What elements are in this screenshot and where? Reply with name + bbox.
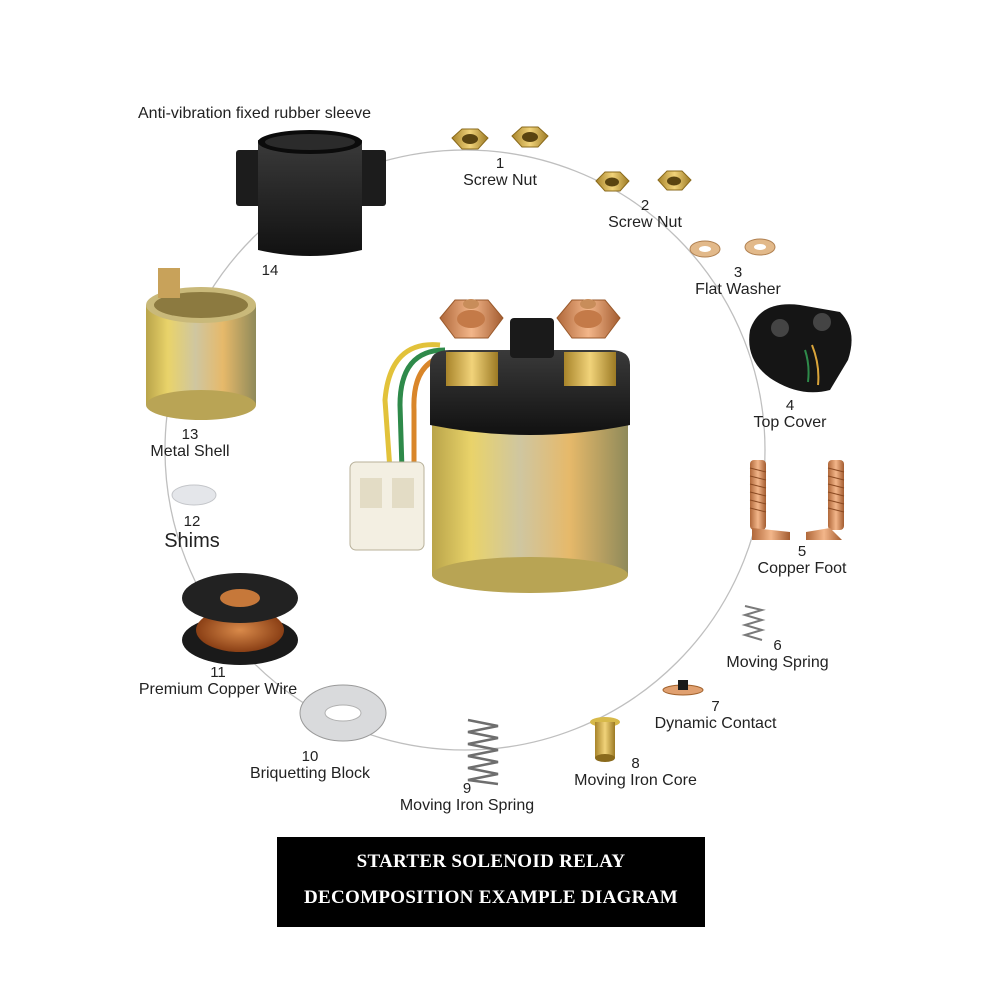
banner-title-line2: DECOMPOSITION EXAMPLE DIAGRAM <box>304 887 678 908</box>
part-label-12: 12 Shims <box>157 513 227 553</box>
part-name: Screw Nut <box>463 172 537 190</box>
part-label-8: 8 Moving Iron Core <box>568 755 703 791</box>
moving-iron-core-part <box>590 717 620 762</box>
top-cover-part <box>749 304 852 393</box>
metal-shell-part <box>146 268 256 420</box>
part-label-5: 5 Copper Foot <box>748 543 856 579</box>
part-name: Flat Washer <box>695 281 781 299</box>
title-banner: STARTER SOLENOID RELAY DECOMPOSITION EXA… <box>277 837 705 927</box>
part-number: 5 <box>797 543 807 560</box>
moving-iron-spring-part <box>467 718 499 786</box>
part-number: 14 <box>261 262 279 279</box>
part-number: 9 <box>462 780 472 797</box>
part-name: Metal Shell <box>150 443 230 461</box>
flat-washer-part <box>689 238 776 258</box>
part-number: 2 <box>640 197 650 214</box>
part-label-1: 1 Screw Nut <box>460 155 540 191</box>
part-number: 4 <box>785 397 795 414</box>
part-name: Premium Copper Wire <box>138 681 298 699</box>
guide-circle <box>164 149 766 751</box>
banner-title-line1: STARTER SOLENOID RELAY <box>356 851 626 872</box>
part-label-13: 13 Metal Shell <box>140 426 240 462</box>
part-number: 10 <box>301 748 319 765</box>
dynamic-contact-part <box>662 680 704 696</box>
part-name: Top Cover <box>753 414 827 432</box>
shims-part <box>171 484 217 506</box>
part-label-7: 7 Dynamic Contact <box>648 698 783 734</box>
screw-nut-1-part <box>451 126 549 150</box>
part-name: Moving Spring <box>726 654 829 672</box>
part-number: 7 <box>711 698 720 715</box>
part-label-14: 14 <box>250 262 290 279</box>
assembled-relay <box>349 299 630 593</box>
moving-spring-part <box>741 605 766 641</box>
part-label-6: 6 Moving Spring <box>720 637 835 673</box>
rubber-sleeve-part <box>236 130 386 256</box>
part-label-11: 11 Premium Copper Wire <box>128 664 308 700</box>
screw-nut-2-part <box>595 170 692 192</box>
part-name: Dynamic Contact <box>654 715 777 733</box>
part-number: 12 <box>183 513 201 530</box>
part-name: Moving Iron Core <box>574 772 697 790</box>
briquetting-block-part <box>299 684 387 742</box>
part-name: Briquetting Block <box>249 765 371 783</box>
rubber-sleeve-title: Anti-vibration fixed rubber sleeve <box>138 105 372 122</box>
copper-foot-part <box>749 460 845 540</box>
part-number: 11 <box>210 664 226 681</box>
part-label-4: 4 Top Cover <box>745 397 835 433</box>
part-name: Copper Foot <box>757 560 847 578</box>
copper-wire-coil-part <box>182 573 298 665</box>
part-name: Screw Nut <box>608 214 682 232</box>
part-name: Moving Iron Spring <box>399 797 535 815</box>
part-number: 1 <box>495 155 505 172</box>
part-name: Shims <box>164 530 220 553</box>
part-label-2: 2 Screw Nut <box>600 197 690 233</box>
part-number: 13 <box>181 426 199 443</box>
part-number: 3 <box>733 264 743 281</box>
part-number: 6 <box>773 637 782 654</box>
part-label-3: 3 Flat Washer <box>688 264 788 300</box>
part-label-10: 10 Briquetting Block <box>240 748 380 784</box>
part-number: 8 <box>631 755 640 772</box>
part-label-9: 9 Moving Iron Spring <box>392 780 542 816</box>
